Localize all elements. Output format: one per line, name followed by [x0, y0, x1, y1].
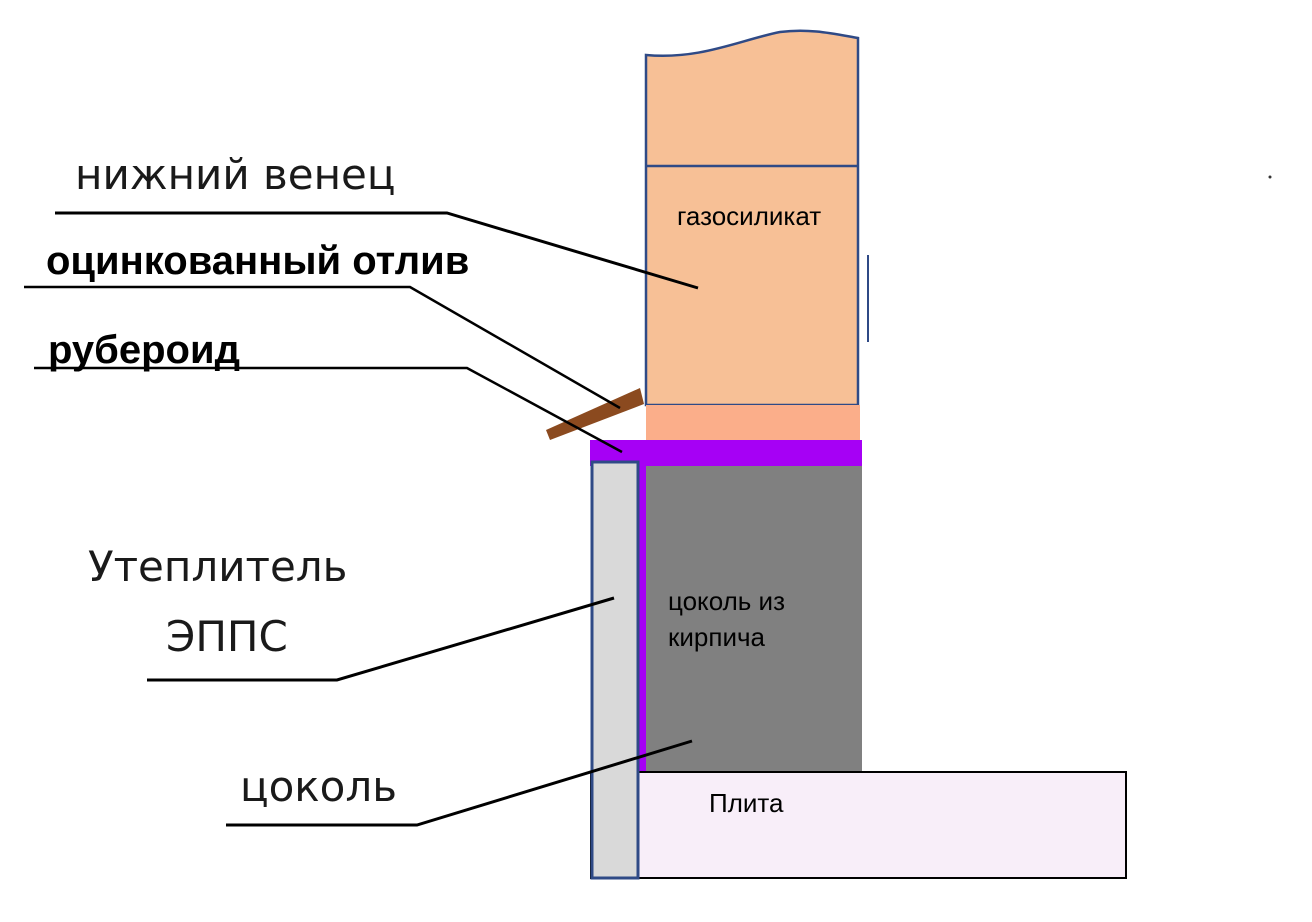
- leader-otliv: [24, 285, 621, 410]
- label-tsokol-kirpich-line2: кирпича: [668, 622, 765, 652]
- gas-silicate-wall: [644, 29, 860, 407]
- bottom-course-block: [646, 405, 860, 441]
- label-tsokol: цоколь: [240, 762, 397, 811]
- leader-uteplitel: [147, 596, 615, 682]
- label-ruberoid: рубероид: [48, 328, 240, 372]
- concrete-slab: [590, 771, 1127, 879]
- leader-tsokol: [226, 739, 693, 827]
- leader-nizhniy-venets: [55, 211, 699, 290]
- brick-plinth: [646, 466, 862, 773]
- label-plita: Плита: [709, 788, 784, 818]
- waterproofing-vertical-strip: [638, 466, 646, 773]
- label-uteplitel-line1: Утеплитель: [88, 542, 348, 591]
- label-nizhniy-venets: нижний венец: [75, 150, 396, 199]
- stray-dot: [1268, 175, 1272, 179]
- galvanized-drip-edge: [546, 388, 644, 440]
- label-tsokol-kirpich-line1: цоколь из: [668, 586, 785, 616]
- label-gazosilikat: газосиликат: [677, 201, 822, 231]
- eps-insulation-board: [590, 460, 640, 880]
- leader-ruberoid: [34, 366, 623, 454]
- label-uteplitel-line2: ЭППС: [166, 612, 288, 661]
- label-otliv: оцинкованный отлив: [46, 239, 470, 283]
